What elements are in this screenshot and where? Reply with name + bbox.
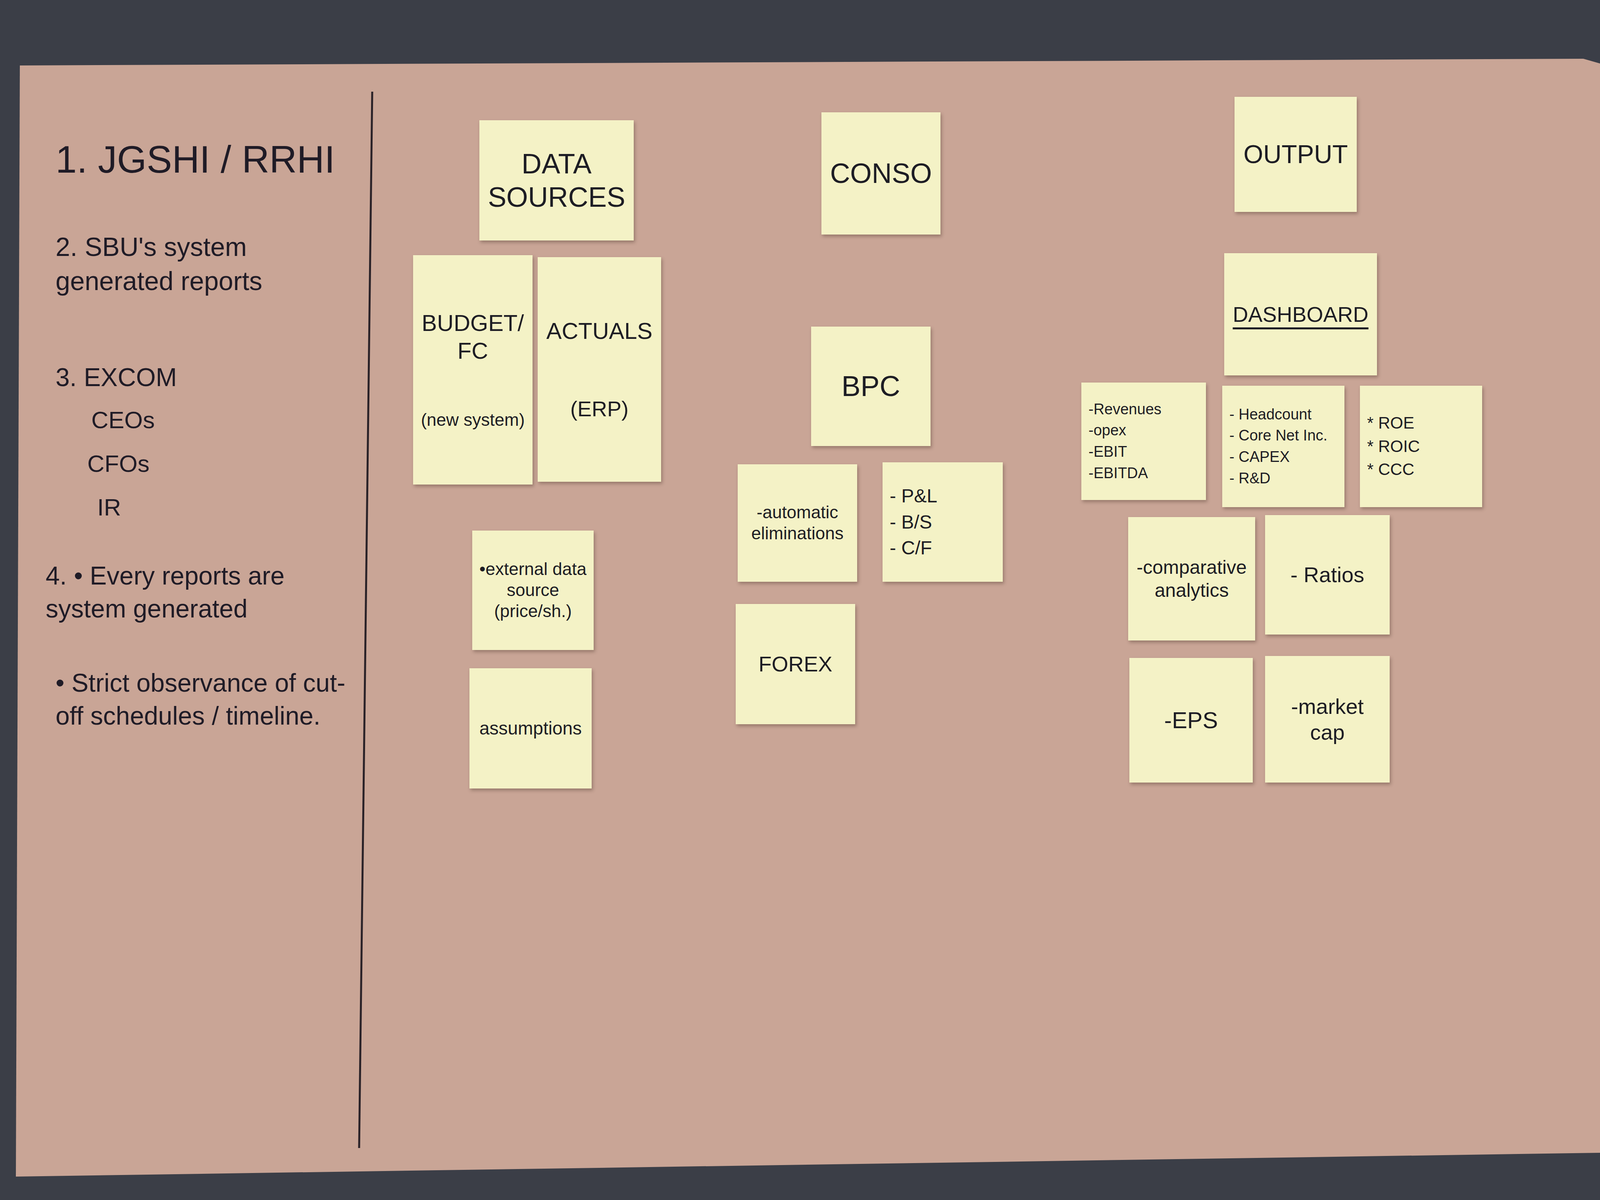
note-text: - CAPEX (1229, 448, 1290, 467)
sticky-note: -automatic eliminations (737, 464, 858, 582)
handwritten-note: CFOs (87, 448, 326, 480)
note-text: assumptions (479, 717, 582, 740)
note-text: OUTPUT (1243, 139, 1348, 170)
handwritten-note: • Strict observance of cut-off schedules… (55, 666, 350, 733)
note-text: -Revenues (1088, 400, 1162, 419)
note-text: BUDGET/ FC (420, 309, 526, 365)
handwritten-note: 3. EXCOM (55, 361, 342, 395)
note-text: FOREX (758, 651, 833, 677)
sticky-note: BUDGET/ FC (new system) (413, 255, 533, 485)
handwritten-note: 2. SBU's system generated reports (55, 230, 342, 299)
note-text: - P&L (889, 484, 938, 508)
sticky-note: ACTUALS (ERP) (537, 257, 662, 482)
sticky-note: DASHBOARD (1224, 253, 1377, 376)
note-text: * CCC (1367, 459, 1415, 480)
note-text: - Core Net Inc. (1229, 426, 1328, 445)
note-text: -EBITDA (1088, 464, 1149, 483)
note-text: (ERP) (570, 396, 629, 422)
note-text: - C/F (889, 536, 933, 560)
note-text: BPC (841, 369, 900, 404)
sticky-note: - P&L- B/S- C/F (882, 462, 1003, 582)
note-text: DASHBOARD (1232, 301, 1369, 328)
handwritten-note: 4. • Every reports are system generated (45, 559, 348, 626)
sticky-note: - Headcount - Core Net Inc. - CAPEX - R&D (1222, 385, 1345, 508)
sticky-note: assumptions (469, 668, 592, 789)
divider-line (359, 91, 373, 1149)
sticky-note: •external data source (price/sh.) (472, 530, 594, 650)
sticky-note: DATA SOURCES (479, 120, 634, 241)
note-text: - B/S (889, 510, 933, 534)
sticky-note: -Revenues -opex -EBIT -EBITDA (1081, 382, 1206, 500)
sticky-note: OUTPUT (1234, 96, 1357, 212)
note-text: -market cap (1272, 693, 1383, 746)
handwritten-note: 1. JGSHI / RRHI (55, 134, 342, 185)
note-text: DATA SOURCES (486, 147, 627, 214)
sticky-note: -EPS (1129, 657, 1253, 783)
handwritten-note: CEOs (91, 404, 330, 436)
sticky-note: - Ratios (1265, 515, 1390, 635)
note-text: -comparative analytics (1135, 555, 1249, 602)
note-text: * ROE (1367, 413, 1415, 433)
note-text: CONSO (830, 156, 933, 191)
note-text: - Headcount (1229, 405, 1312, 424)
note-text: •external data source (price/sh.) (479, 558, 587, 622)
sticky-note: FOREX (735, 603, 856, 725)
brown-paper (15, 58, 1600, 1177)
note-text: ACTUALS (546, 317, 653, 345)
note-text: * ROIC (1367, 436, 1420, 457)
sticky-note: CONSO (821, 112, 941, 235)
note-text: (new system) (421, 409, 525, 431)
note-text: -EBIT (1088, 442, 1127, 462)
note-text: - Ratios (1290, 561, 1365, 588)
handwritten-note: IR (97, 492, 336, 524)
note-text: -automatic eliminations (744, 501, 850, 545)
sticky-note: -comparative analytics (1128, 517, 1256, 641)
note-text: - R&D (1229, 469, 1271, 488)
note-text: -opex (1088, 421, 1127, 440)
sticky-note: * ROE * ROIC* CCC (1359, 385, 1483, 508)
sticky-note: BPC (811, 326, 931, 447)
sticky-note: -market cap (1265, 655, 1390, 783)
note-text: -EPS (1164, 706, 1218, 735)
